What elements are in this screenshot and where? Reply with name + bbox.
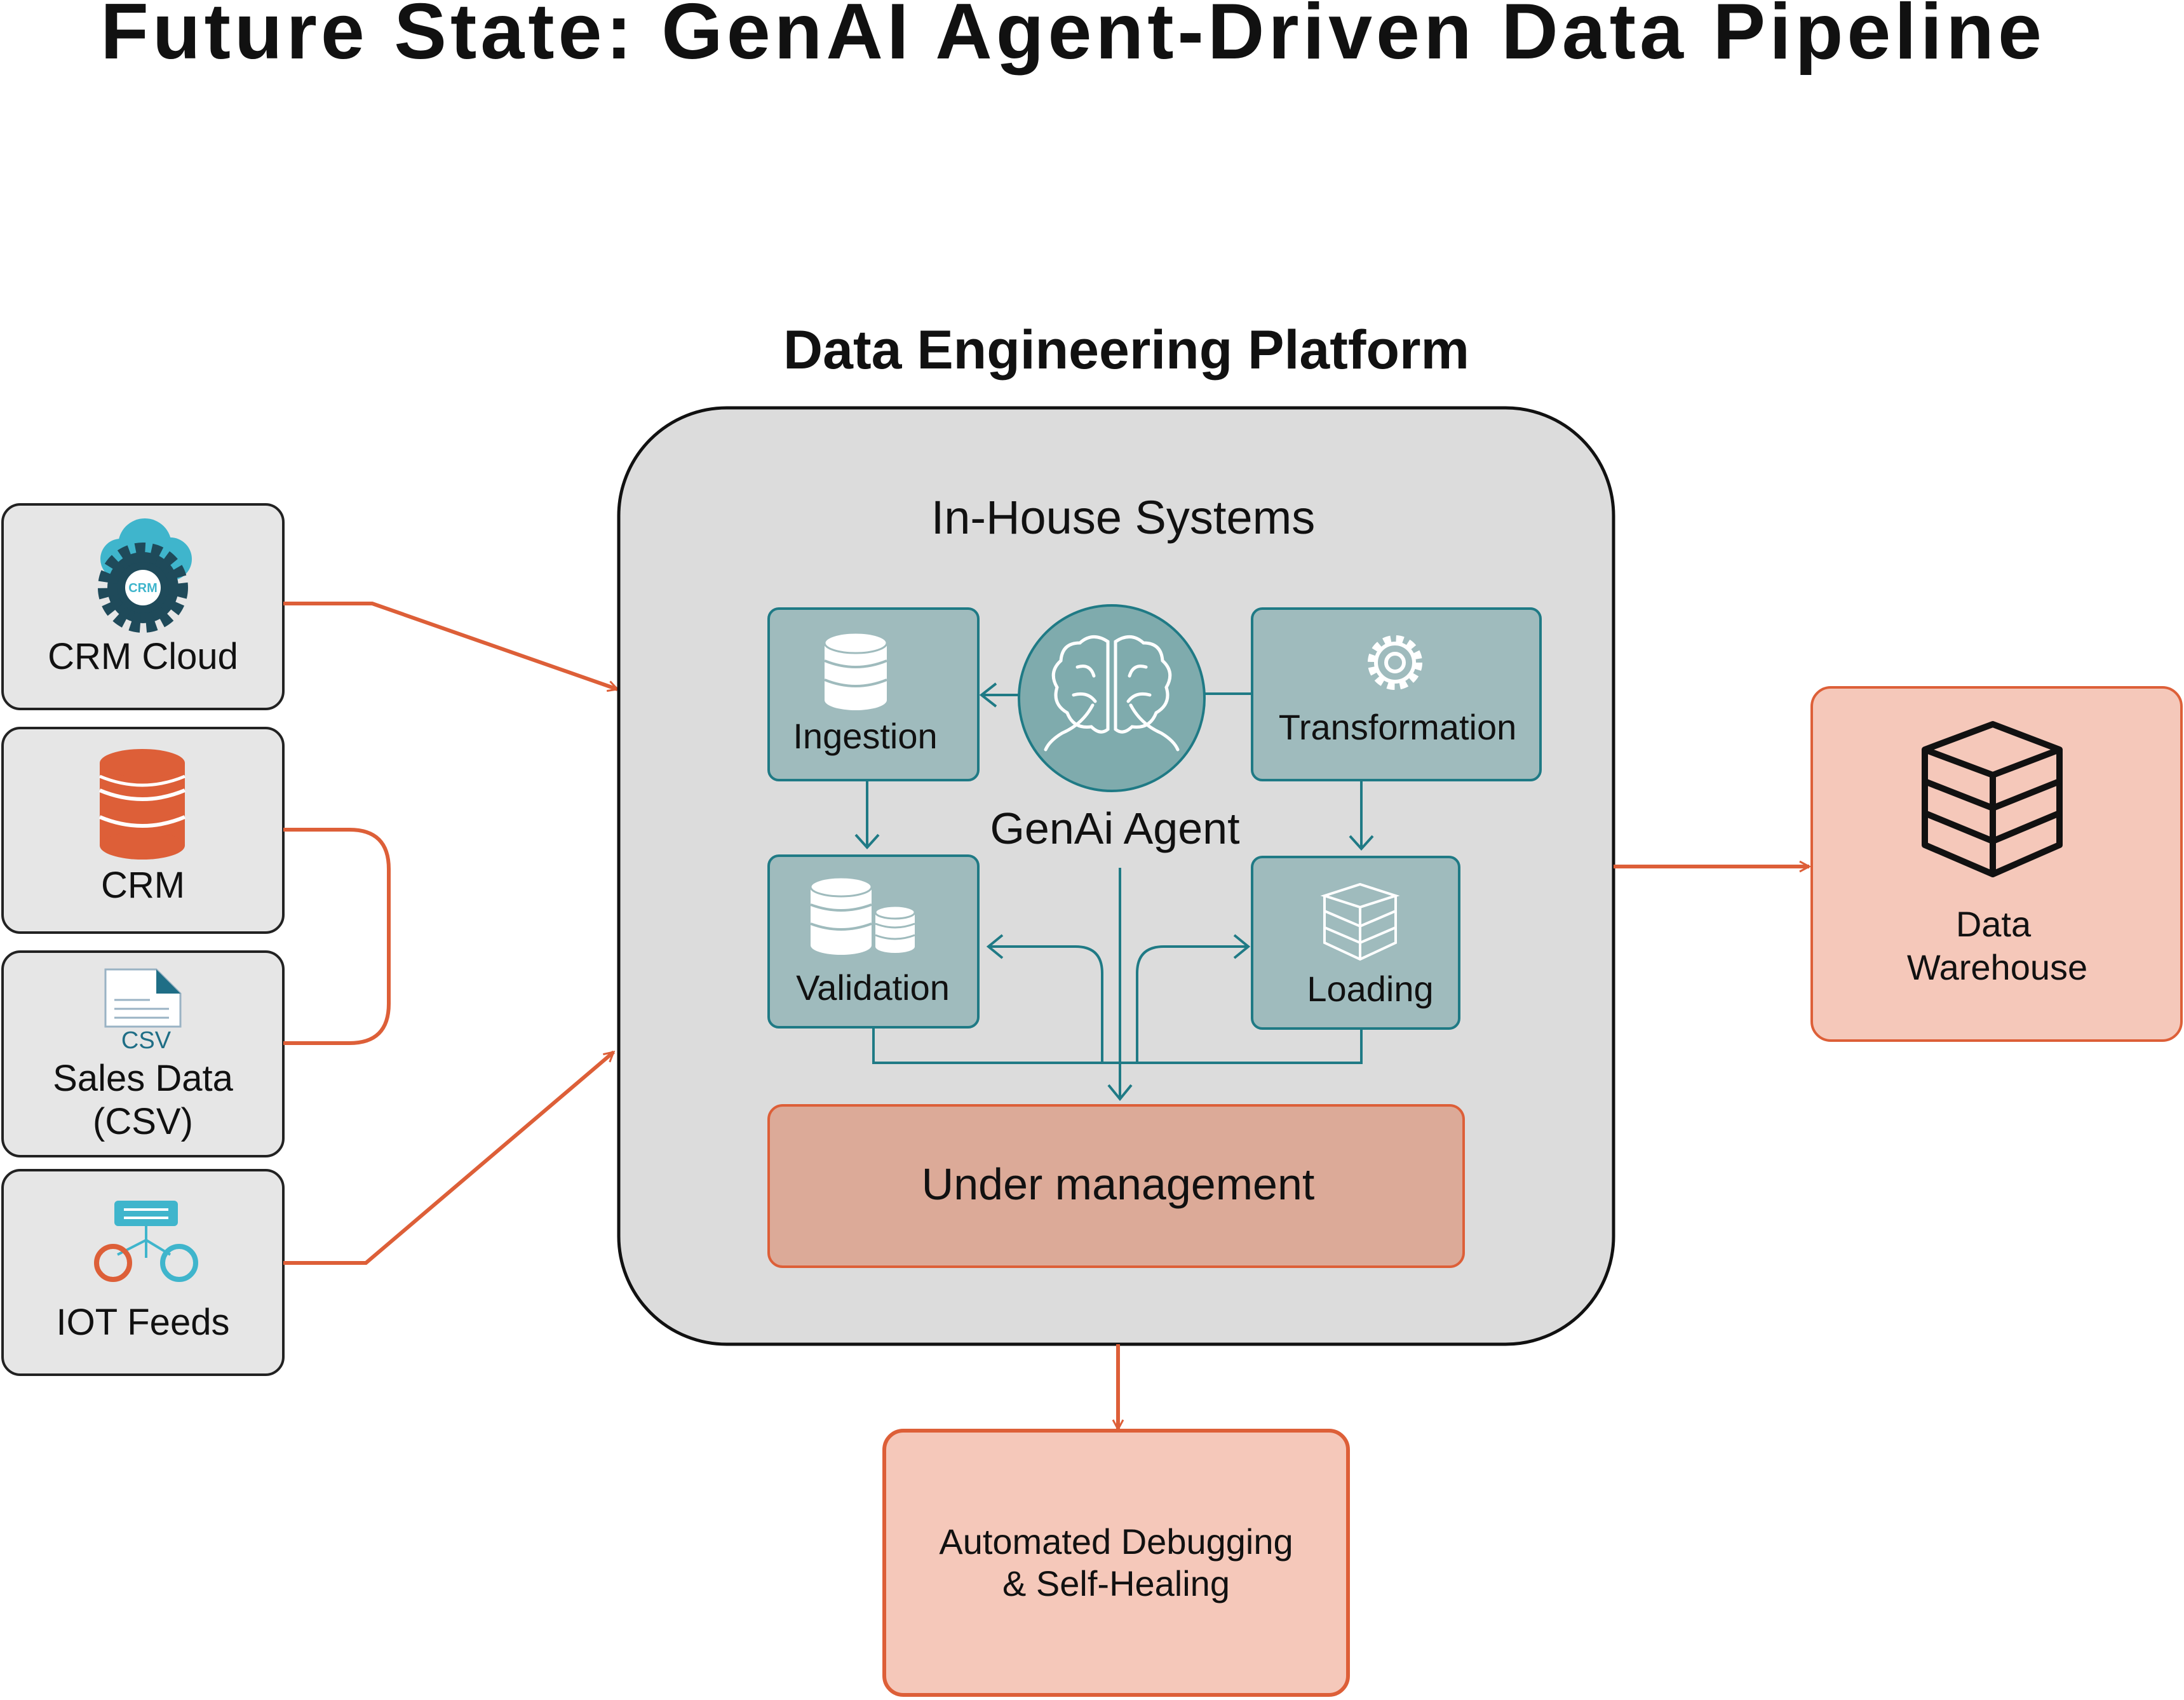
stage-label: Ingestion	[793, 716, 937, 756]
crm-badge-text: CRM	[128, 581, 158, 595]
stage-label: Validation	[796, 968, 950, 1008]
source-label-line2: (CSV)	[93, 1101, 193, 1142]
network-icon	[94, 1201, 198, 1282]
database-icon	[98, 749, 186, 860]
source-crm[interactable]: CRM	[1, 727, 285, 934]
iot-connector	[283, 1050, 614, 1265]
page-title: Future State: GenAI Agent-Driven Data Pi…	[100, 0, 2046, 76]
source-label-line1: Sales Data	[53, 1058, 233, 1099]
source-label: IOT Feeds	[57, 1302, 230, 1343]
internal-connectors	[854, 682, 1374, 1102]
stage-ingestion[interactable]: Ingestion	[767, 607, 980, 781]
automated-debugging-box[interactable]: Automated Debugging & Self-Healing	[882, 1429, 1350, 1697]
genai-agent[interactable]: GenAi Agent	[990, 604, 1240, 853]
source-label: CRM Cloud	[48, 636, 238, 677]
in-house-systems-title: In-House Systems	[931, 491, 1316, 544]
stage-validation[interactable]: Validation	[767, 854, 980, 1029]
source-iot-feeds[interactable]: IOT Feeds	[1, 1169, 285, 1376]
stage-transformation[interactable]: Transformation	[1251, 607, 1542, 781]
database-icon	[823, 631, 888, 710]
crm-cloud-connector	[283, 602, 617, 689]
debugging-label-line2: & Self-Healing	[1002, 1563, 1230, 1603]
stage-label: Loading	[1307, 969, 1433, 1009]
management-label: Under management	[922, 1159, 1315, 1209]
warehouse-label-line1: Data	[1956, 904, 2032, 944]
stage-loading[interactable]: Loading	[1251, 856, 1460, 1030]
crm-sales-bracket-connector	[283, 828, 391, 1045]
boxes-icon	[1922, 721, 2063, 877]
source-sales-csv[interactable]: CSV Sales Data (CSV)	[1, 950, 285, 1157]
csv-file-icon: CSV	[104, 968, 182, 1054]
warehouse-label-line2: Warehouse	[1907, 947, 2087, 987]
database-stack-icon	[809, 876, 916, 955]
source-label: CRM	[101, 865, 185, 906]
stage-label: Transformation	[1279, 707, 1517, 747]
gear-icon	[1368, 635, 1422, 690]
csv-badge-text: CSV	[121, 1027, 172, 1054]
cloud-gear-icon: CRM	[98, 518, 192, 633]
under-management-box[interactable]: Under management	[767, 1104, 1465, 1268]
data-warehouse-box[interactable]: Data Warehouse	[1810, 686, 2183, 1042]
agent-label: GenAi Agent	[990, 804, 1239, 853]
platform-title: Data Engineering Platform	[783, 320, 1469, 381]
debugging-label-line1: Automated Debugging	[939, 1521, 1293, 1562]
layers-icon	[1320, 882, 1400, 961]
source-crm-cloud[interactable]: CRM CRM Cloud	[1, 503, 285, 710]
brain-icon	[1044, 635, 1180, 752]
